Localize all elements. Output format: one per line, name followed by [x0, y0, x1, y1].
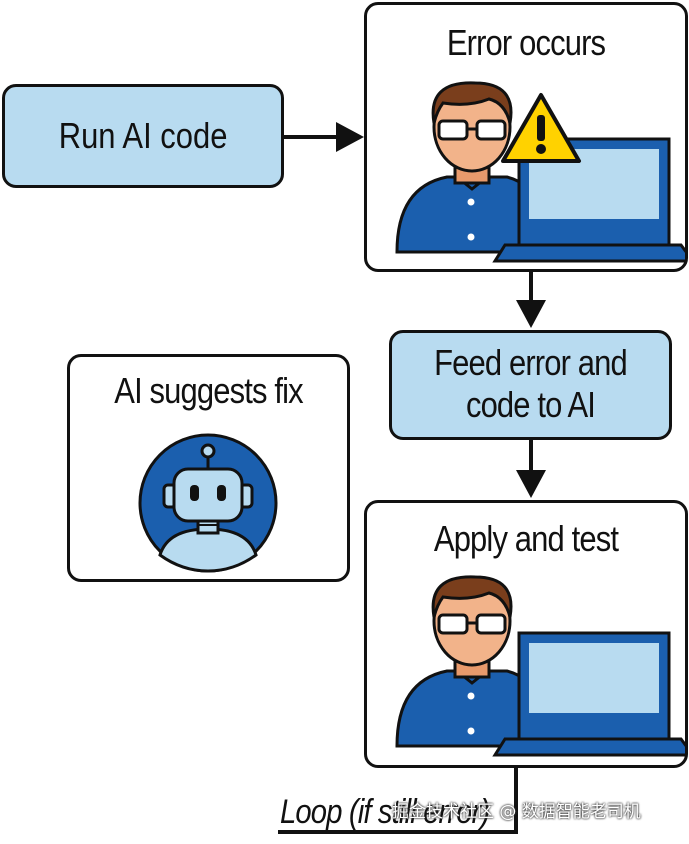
- warning-icon: [501, 93, 581, 163]
- feed-error-label-line2: code to AI: [465, 384, 596, 425]
- loop-label: Loop (if still error): [280, 793, 490, 831]
- watermark: 掘金技术社区 @ 数据智能老司机: [392, 802, 641, 822]
- laptop-icon: [492, 631, 685, 757]
- apply-and-test-label: Apply and test: [433, 518, 619, 559]
- arrow-run-to-error: [284, 122, 364, 152]
- ai-suggests-fix-box: AI suggests fix: [67, 354, 350, 582]
- run-ai-code-label: Run AI code: [58, 115, 228, 156]
- apply-and-test-box: Apply and test: [364, 500, 688, 768]
- developer-icon: [395, 575, 549, 748]
- feed-error-label-line1: Feed error and: [434, 342, 628, 383]
- robot-icon: [138, 433, 278, 573]
- ai-suggests-fix-label: AI suggests fix: [114, 370, 303, 411]
- arrow-error-to-feed: [516, 272, 546, 328]
- arrow-feed-to-apply: [516, 440, 546, 498]
- error-occurs-box: Error occurs: [364, 2, 688, 272]
- loop-connector: [278, 766, 518, 834]
- error-occurs-label: Error occurs: [446, 22, 606, 63]
- run-ai-code-box: Run AI code: [2, 84, 284, 188]
- feed-error-box: Feed error and code to AI: [389, 330, 672, 440]
